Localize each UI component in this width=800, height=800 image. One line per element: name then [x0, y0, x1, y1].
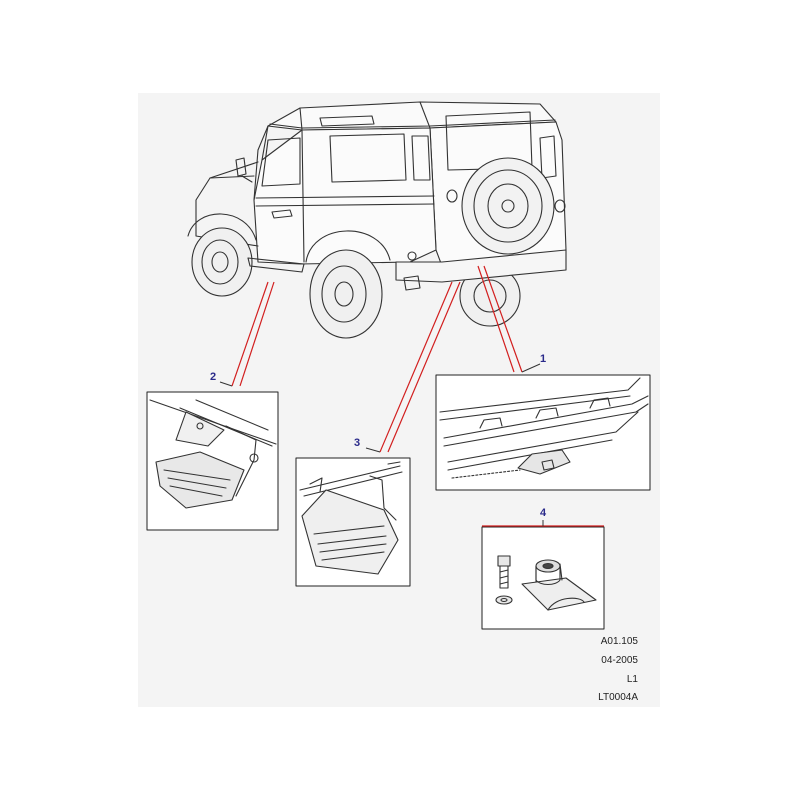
part-4-detail-box [481, 526, 605, 630]
callout-part-3: 3 [354, 437, 360, 449]
illustration-code: LT0004A [598, 692, 638, 703]
callout-part-4: 4 [540, 507, 547, 519]
reference-code: A01.105 [600, 636, 638, 647]
vehicle-illustration [187, 101, 567, 339]
callout-part-2: 2 [210, 371, 216, 383]
leader-lines [231, 265, 604, 527]
part-3-detail-box [295, 457, 411, 587]
level-code: L1 [626, 674, 638, 685]
date-code: 04-2005 [601, 655, 638, 666]
part-2-detail-box [146, 391, 279, 531]
callout-part-1: 1 [540, 353, 546, 365]
part-1-detail-box [435, 374, 651, 491]
